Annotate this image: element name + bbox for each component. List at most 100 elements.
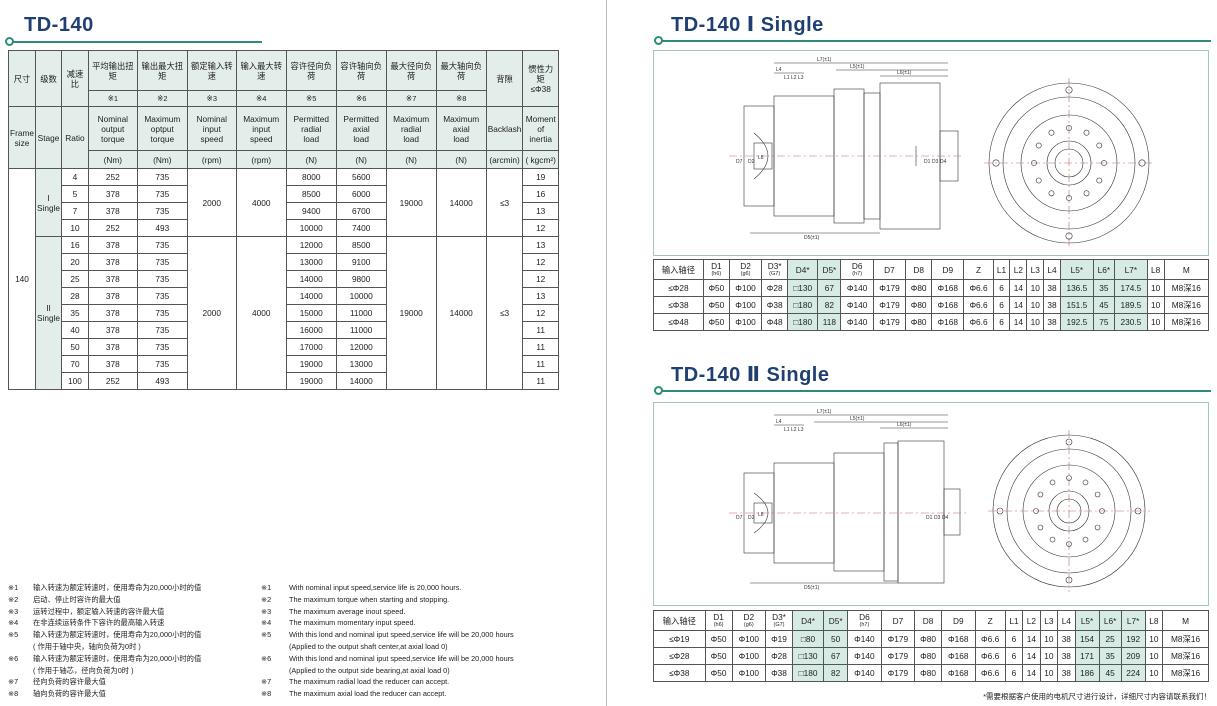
header-unit: (N) bbox=[285, 150, 337, 169]
avg-torque-cell: 378 bbox=[87, 202, 138, 220]
dim-label-d4: D4 bbox=[942, 515, 949, 521]
dim-cell: 171 bbox=[1074, 647, 1100, 665]
dim-label-d5: D5(±1) bbox=[804, 235, 820, 241]
header-en-line: axial bbox=[452, 123, 470, 134]
dim-header-text: D4* bbox=[801, 615, 815, 626]
max-speed-cell: 4000 bbox=[235, 236, 287, 390]
avg-torque-cell: 252 bbox=[87, 372, 138, 390]
header-en-line: Permitted bbox=[343, 113, 379, 124]
axial-load-cell: 5600 bbox=[335, 168, 387, 186]
dim-cell: Φ6.6 bbox=[963, 296, 994, 314]
dim-header-cell: L8 bbox=[1144, 610, 1164, 631]
bolt-hole bbox=[1096, 177, 1103, 184]
bolt-hole bbox=[1035, 142, 1042, 149]
dim-cell: 6 bbox=[992, 313, 1011, 331]
dim-cell: 14 bbox=[1009, 279, 1028, 297]
dim-cell: 136.5 bbox=[1059, 279, 1094, 297]
dim-header-text: L8 bbox=[1151, 264, 1161, 275]
header-note-ref: ※3 bbox=[186, 90, 237, 107]
inertia-cell: 11 bbox=[522, 355, 559, 373]
header-unit: (arcmin) bbox=[485, 150, 524, 169]
note-zh: 运转过程中，额定输入转速的容许最大值 bbox=[33, 606, 165, 616]
header-note-ref: ※7 bbox=[385, 90, 437, 107]
dim-cell: Φ168 bbox=[941, 647, 976, 665]
dim-header-cell: L3 bbox=[1026, 259, 1045, 280]
dim-cell: Φ50 bbox=[702, 279, 730, 297]
backlash-cell: ≤3 bbox=[485, 236, 524, 390]
dim-cell: Φ100 bbox=[731, 630, 767, 648]
note-zh: 径向负荷的容许最大值 bbox=[33, 677, 106, 687]
dim-cell: Φ28 bbox=[765, 647, 793, 665]
dim-cell: ≤Φ28 bbox=[653, 647, 706, 665]
note-key bbox=[8, 665, 33, 677]
dim-cell: 6 bbox=[1004, 664, 1024, 682]
dim-cell: 14 bbox=[1022, 664, 1041, 682]
dim-cell: Φ80 bbox=[905, 313, 933, 331]
dim-header-text: D2 bbox=[743, 612, 755, 622]
bolt-hole bbox=[1049, 479, 1056, 486]
dim-header-cell: L7* bbox=[1114, 259, 1148, 280]
max-torque-cell: 735 bbox=[136, 338, 188, 356]
note-en: With this lond and nominal iput speed,se… bbox=[289, 630, 514, 640]
bolt-hole bbox=[1082, 536, 1089, 543]
radial-load-cell: 14000 bbox=[285, 287, 337, 305]
dim-cell: 10 bbox=[1039, 664, 1059, 682]
header-en-line: input bbox=[202, 123, 221, 134]
dim-header-cell: L1 bbox=[1004, 610, 1024, 631]
dim-cell: 10 bbox=[1026, 313, 1045, 331]
dim-header-text: 输入轴径 bbox=[661, 264, 696, 275]
dim-cell: Φ140 bbox=[847, 664, 882, 682]
header-cell-zh: 额定输入转速 bbox=[186, 50, 237, 91]
dim-label-l4: L4 bbox=[776, 419, 782, 425]
dim-header-text: D3* bbox=[767, 261, 782, 271]
header-cell-zh: 惯性力矩≤Φ38 bbox=[522, 50, 559, 107]
radial-load-cell: 19000 bbox=[285, 355, 337, 373]
header-en-line: load bbox=[403, 133, 419, 144]
dim-cell: 10 bbox=[1039, 630, 1059, 648]
dim-label-l1: L1 bbox=[784, 427, 790, 433]
header-unit: (Nm) bbox=[136, 150, 188, 169]
dim-header-text: L2 bbox=[1026, 615, 1037, 626]
dim-cell: 38 bbox=[1043, 313, 1061, 331]
axial-load-cell: 11000 bbox=[335, 321, 387, 339]
dim-cell: 45 bbox=[1098, 664, 1122, 682]
section-title-single-1: TD-140 Ⅰ Single bbox=[671, 14, 824, 36]
dim-header-cell: L6* bbox=[1092, 259, 1116, 280]
header-note-ref: ※2 bbox=[136, 90, 188, 107]
header-en-line: optput bbox=[150, 123, 174, 134]
dim-cell: Φ38 bbox=[765, 664, 793, 682]
dim-header-text: D1 bbox=[711, 261, 722, 271]
dim-cell: 192.5 bbox=[1059, 313, 1094, 331]
header-cell-zh: 最大径向负荷 bbox=[385, 50, 437, 91]
dim-cell: Φ80 bbox=[914, 647, 943, 665]
dim-cell: Φ100 bbox=[731, 664, 767, 682]
dim-cell: Φ48 bbox=[761, 313, 789, 331]
dim-header-text: L8 bbox=[1149, 615, 1159, 626]
header-note-ref: ※1 bbox=[87, 90, 138, 107]
header-unit: (N) bbox=[435, 150, 487, 169]
dim-cell: 10 bbox=[1026, 279, 1045, 297]
dim-header-text: D1 bbox=[713, 612, 724, 622]
dim-cell: Φ140 bbox=[847, 647, 882, 665]
dim-header-cell: D8 bbox=[905, 259, 933, 280]
note-en: The maximum axial load the reducer can a… bbox=[289, 689, 447, 699]
title-rule bbox=[661, 390, 1211, 392]
dim-header-text: L4 bbox=[1047, 264, 1057, 275]
dim-cell: □180 bbox=[791, 664, 825, 682]
header-cell-zh: 容许径向负荷 bbox=[285, 50, 337, 91]
dim-header-cell: 输入轴径 bbox=[653, 610, 706, 631]
dim-header-cell: L6* bbox=[1098, 610, 1122, 631]
note-zh: 输入转速为额定转速时，使用寿命为20,000小时的值 bbox=[33, 630, 202, 640]
dim-label-l1: L1 bbox=[784, 75, 790, 81]
dim-header-text: L7* bbox=[1126, 615, 1140, 626]
